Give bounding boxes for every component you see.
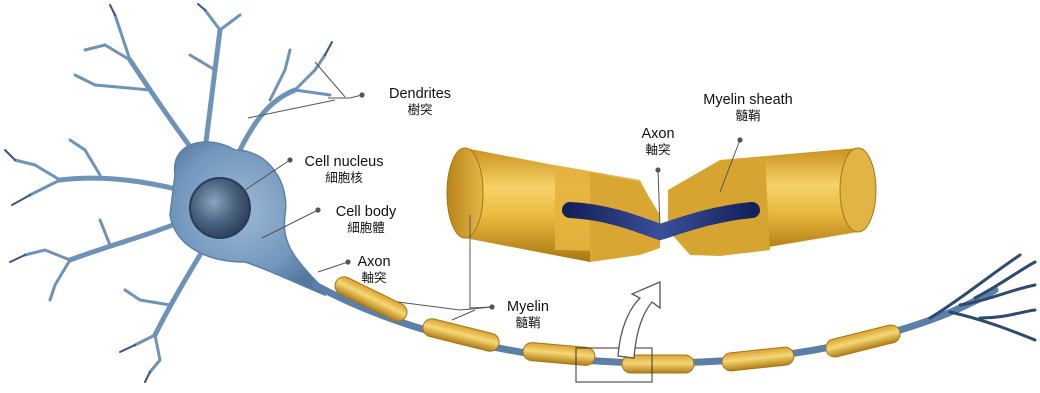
cell-nucleus bbox=[190, 178, 250, 238]
label-cell-body: Cell body 細胞體 bbox=[322, 204, 410, 235]
label-axon: Axon 軸突 bbox=[348, 254, 400, 285]
label-axon-detail: Axon 軸突 bbox=[632, 126, 684, 157]
label-dendrites: Dendrites 樹突 bbox=[372, 86, 468, 117]
myelin-segments bbox=[332, 274, 902, 373]
label-myelin-sheath: Myelin sheath 髓鞘 bbox=[690, 92, 806, 123]
label-myelin-en: Myelin bbox=[498, 299, 558, 316]
label-axon-en: Axon bbox=[348, 254, 400, 271]
zoom-arrow bbox=[618, 282, 660, 358]
myelin-cylinder-left bbox=[447, 148, 660, 262]
label-cell-body-en: Cell body bbox=[322, 204, 410, 221]
label-dendrites-zh: 樹突 bbox=[372, 103, 468, 117]
label-dendrites-en: Dendrites bbox=[372, 86, 468, 103]
label-cell-nucleus-en: Cell nucleus bbox=[292, 154, 396, 171]
label-myelin-zh: 髓鞘 bbox=[498, 316, 558, 330]
label-cell-body-zh: 細胞體 bbox=[322, 221, 410, 235]
label-myelin-sheath-en: Myelin sheath bbox=[690, 92, 806, 109]
label-myelin: Myelin 髓鞘 bbox=[498, 299, 558, 330]
label-cell-nucleus: Cell nucleus 細胞核 bbox=[292, 154, 396, 185]
label-axon-detail-zh: 軸突 bbox=[632, 143, 684, 157]
label-myelin-sheath-zh: 髓鞘 bbox=[690, 109, 806, 123]
label-axon-zh: 軸突 bbox=[348, 271, 400, 285]
label-axon-detail-en: Axon bbox=[632, 126, 684, 143]
label-cell-nucleus-zh: 細胞核 bbox=[292, 171, 396, 185]
myelin-cylinder-right bbox=[668, 148, 876, 256]
